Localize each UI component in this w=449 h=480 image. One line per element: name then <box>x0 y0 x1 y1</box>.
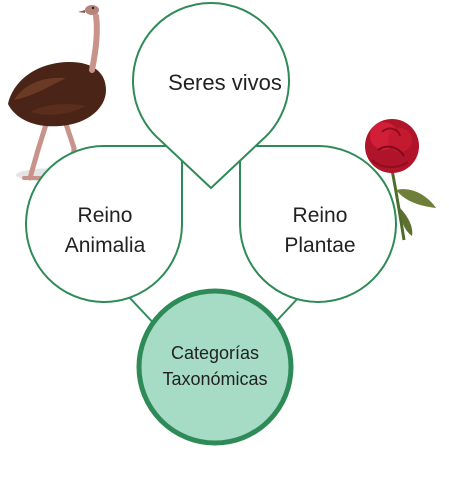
node-categorias-taxonomicas[interactable] <box>136 288 294 446</box>
reino-plantae-label: Reino Plantae <box>284 204 356 257</box>
node-seres-vivos[interactable] <box>132 1 290 190</box>
seres-vivos-label: Seres vivos <box>168 70 282 95</box>
reino-animalia-label: Reino Animalia <box>64 204 146 257</box>
rose-illustration <box>365 119 436 241</box>
node-reino-plantae[interactable] <box>239 145 397 303</box>
categorias-taxonomicas-label: Categorías Taxonómicas <box>162 343 268 389</box>
node-reino-animalia[interactable] <box>25 144 183 303</box>
